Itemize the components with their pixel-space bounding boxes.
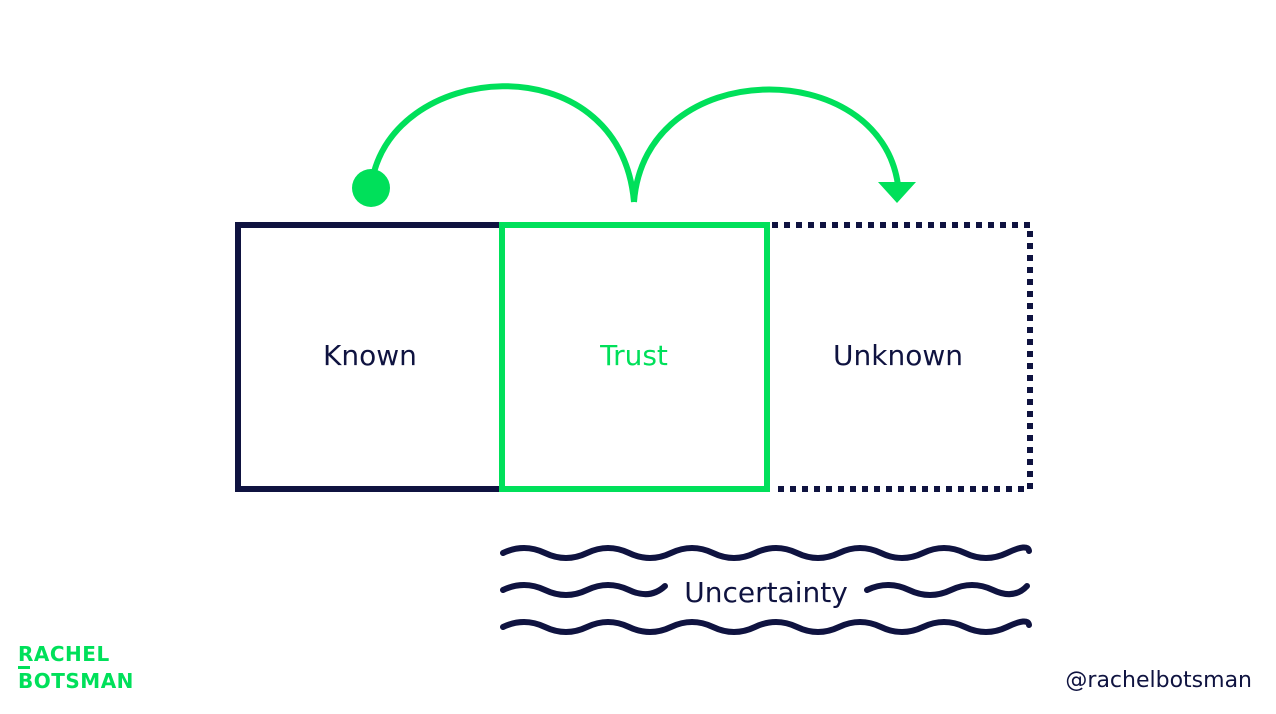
social-handle: @rachelbotsman xyxy=(1065,668,1252,693)
trust-box xyxy=(499,222,770,492)
uncertainty-wave-top xyxy=(500,544,1032,561)
unknown-label: Unknown xyxy=(833,339,963,372)
trust-label: Trust xyxy=(599,339,668,372)
logo-dash xyxy=(18,666,30,669)
uncertainty-label: Uncertainty xyxy=(684,576,848,609)
rachel-botsman-logo: RACHEL BOTSMAN xyxy=(18,643,134,692)
logo-line2: BOTSMAN xyxy=(18,669,134,693)
leap-arc-first xyxy=(368,83,637,203)
logo-line1: RACHEL xyxy=(18,642,110,666)
unknown-box xyxy=(772,222,1033,492)
known-label: Known xyxy=(323,339,417,372)
leap-arrowhead xyxy=(878,182,916,203)
uncertainty-wave-bottom xyxy=(500,618,1032,635)
uncertainty-wave-mid-right xyxy=(864,582,1030,598)
uncertainty-wave-mid-left xyxy=(500,582,668,598)
leap-arc-second xyxy=(631,86,901,203)
